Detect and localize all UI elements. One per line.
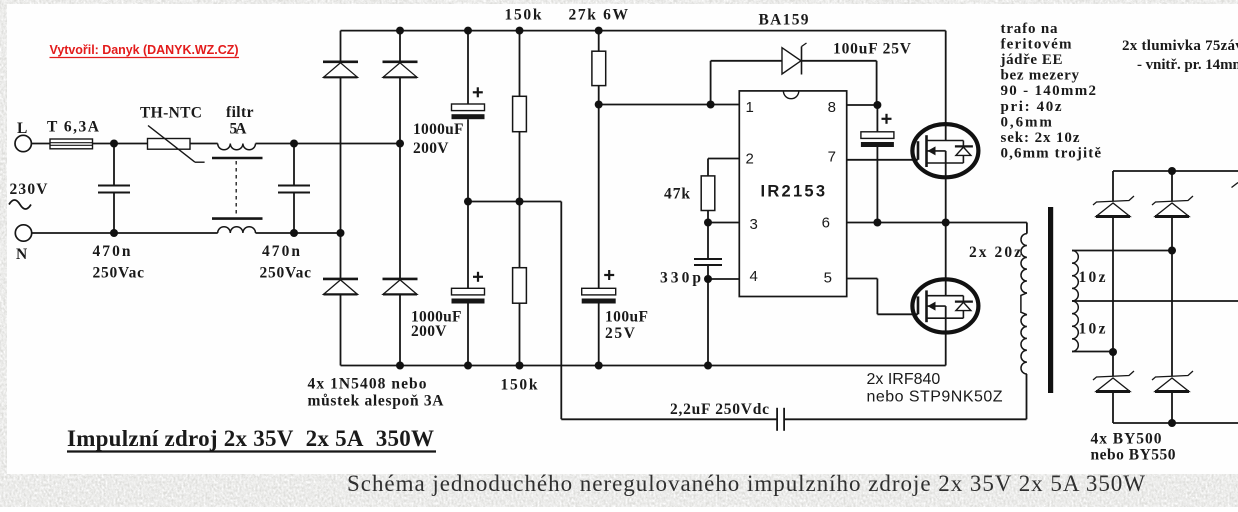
svg-text:2x tlumivka 75záv.: 2x tlumivka 75záv. <box>1122 38 1238 54</box>
svg-text:4x 1N5408 nebo: 4x 1N5408 nebo <box>308 376 427 393</box>
svg-text:Schéma jednoduchého neregulova: Schéma jednoduchého neregulovaného impul… <box>347 471 1145 496</box>
svg-text:5: 5 <box>824 270 832 287</box>
svg-text:pri: 40z: pri: 40z <box>1001 99 1062 115</box>
svg-text:150k: 150k <box>505 7 542 24</box>
svg-text:470n: 470n <box>93 243 131 260</box>
svg-text:2,2uF 250Vdc: 2,2uF 250Vdc <box>670 401 769 418</box>
svg-text:200V: 200V <box>411 323 447 340</box>
svg-text:250Vac: 250Vac <box>93 265 145 282</box>
svg-text:230V: 230V <box>10 181 49 198</box>
svg-text:bez mezery: bez mezery <box>1001 68 1080 84</box>
svg-text:200V: 200V <box>413 140 449 157</box>
svg-text:T 6,3A: T 6,3A <box>47 119 100 136</box>
svg-text:150k: 150k <box>501 377 538 394</box>
svg-text:BA159: BA159 <box>759 12 809 29</box>
svg-text:4x BY500: 4x BY500 <box>1091 431 1162 448</box>
svg-text:25V: 25V <box>605 325 636 342</box>
svg-text:IR2153: IR2153 <box>761 183 826 201</box>
svg-text:Impulzní zdroj 2x 35V 2x 5A: Impulzní zdroj 2x 35V 2x 5A 350W <box>67 426 434 451</box>
svg-text:10z: 10z <box>1079 269 1106 286</box>
svg-text:nebo STP9NK50Z: nebo STP9NK50Z <box>867 389 1003 406</box>
svg-text:0,6mm trojitě: 0,6mm trojitě <box>1001 146 1102 162</box>
svg-text:1000uF: 1000uF <box>413 121 464 138</box>
svg-text:2: 2 <box>746 151 754 168</box>
svg-text:TH-NTC: TH-NTC <box>140 105 202 122</box>
svg-text:L: L <box>17 120 27 137</box>
svg-text:100uF: 100uF <box>605 309 648 326</box>
svg-text:1: 1 <box>746 99 754 116</box>
svg-text:7: 7 <box>828 149 836 166</box>
svg-text:3: 3 <box>750 216 758 233</box>
svg-text:27k 6W: 27k 6W <box>569 7 629 24</box>
svg-text:470n: 470n <box>262 243 300 260</box>
svg-text:8: 8 <box>828 99 836 116</box>
svg-text:2x IRF840: 2x IRF840 <box>867 371 941 388</box>
svg-text:N: N <box>16 246 27 263</box>
svg-text:můstek alespoň 3A: můstek alespoň 3A <box>308 393 445 410</box>
svg-text:6: 6 <box>822 215 830 232</box>
svg-text:5A: 5A <box>230 121 248 138</box>
svg-text:trafo na: trafo na <box>1001 21 1059 37</box>
svg-text:47k: 47k <box>664 186 690 203</box>
svg-text:filtr: filtr <box>226 104 254 121</box>
svg-text:nebo BY550: nebo BY550 <box>1091 447 1176 464</box>
svg-text:Vytvořil: Danyk (DANYK.WZ.CZ): Vytvořil: Danyk (DANYK.WZ.CZ) <box>50 43 239 57</box>
svg-text:4: 4 <box>750 268 758 285</box>
svg-text:90 - 140mm2: 90 - 140mm2 <box>1001 83 1097 99</box>
svg-text:250Vac: 250Vac <box>260 265 312 282</box>
svg-text:- vnitř. pr. 14mm: - vnitř. pr. 14mm <box>1137 57 1238 73</box>
svg-text:10z: 10z <box>1079 321 1106 338</box>
svg-text:jádře EE: jádře EE <box>1000 52 1063 68</box>
svg-text:sek: 2x 10z: sek: 2x 10z <box>1001 130 1080 146</box>
svg-text:feritovém: feritovém <box>1001 36 1073 52</box>
svg-text:100uF 25V: 100uF 25V <box>833 41 912 58</box>
